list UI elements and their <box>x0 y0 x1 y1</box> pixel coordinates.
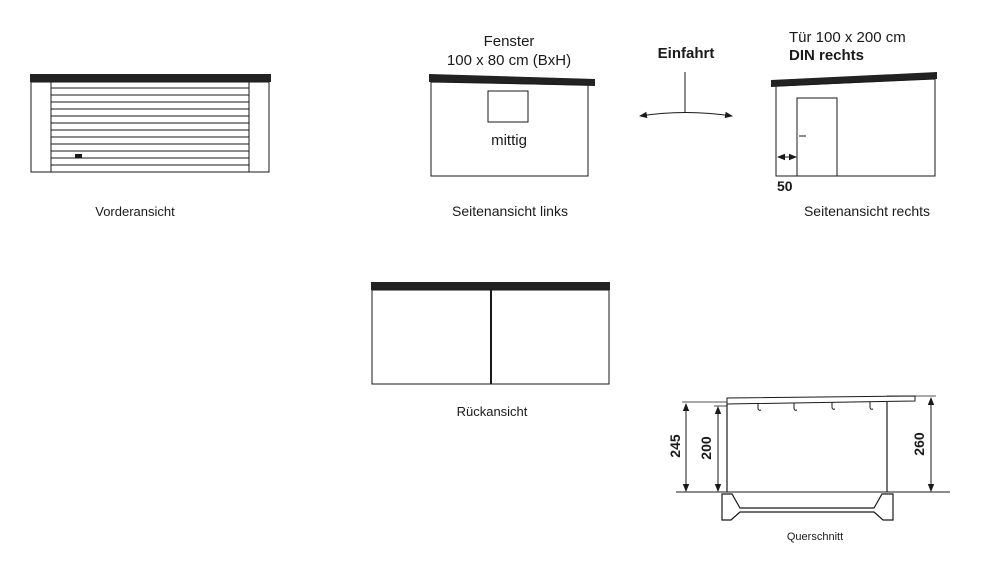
back-view-caption: Rückansicht <box>457 404 528 419</box>
entry-double-arrow-icon <box>639 111 733 119</box>
door-handle <box>75 154 82 158</box>
door-hinge: DIN rechts <box>789 47 864 64</box>
front-view: Vorderansicht <box>30 74 271 219</box>
back-view: Rückansicht <box>371 282 610 419</box>
window <box>487 90 529 123</box>
cross-section-caption: Querschnitt <box>787 531 843 543</box>
dim-245-value: 245 <box>667 434 683 458</box>
door-offset-value: 50 <box>777 178 793 194</box>
roof-purlins <box>757 402 874 411</box>
left-wall <box>430 81 589 177</box>
right-view-caption: Seitenansicht rechts <box>804 203 930 219</box>
side-door <box>796 97 838 177</box>
foundation <box>721 493 894 521</box>
front-roof <box>30 74 271 82</box>
right-wall <box>775 78 936 177</box>
back-roof <box>371 282 610 290</box>
window-size: 100 x 80 cm (BxH) <box>447 52 571 69</box>
right-side-view: Tür 100 x 200 cm DIN rechts 50 Seitenans… <box>771 29 937 219</box>
dim-200-value: 200 <box>698 436 714 460</box>
cross-section: 245 200 260 Querschnitt <box>667 395 950 543</box>
window-position: mittig <box>491 132 527 149</box>
window-title: Fenster <box>484 33 535 50</box>
roller-door-slats <box>51 87 249 166</box>
right-roof <box>771 72 937 87</box>
entry-indicator: Einfahrt <box>639 45 733 119</box>
front-view-caption: Vorderansicht <box>95 204 175 219</box>
left-side-view: Fenster 100 x 80 cm (BxH) mittig Seitena… <box>429 33 595 219</box>
entry-label: Einfahrt <box>658 45 715 62</box>
door-size: Tür 100 x 200 cm <box>789 29 906 46</box>
left-view-caption: Seitenansicht links <box>452 203 568 219</box>
front-wall <box>30 81 270 173</box>
dim-260-value: 260 <box>911 432 927 456</box>
